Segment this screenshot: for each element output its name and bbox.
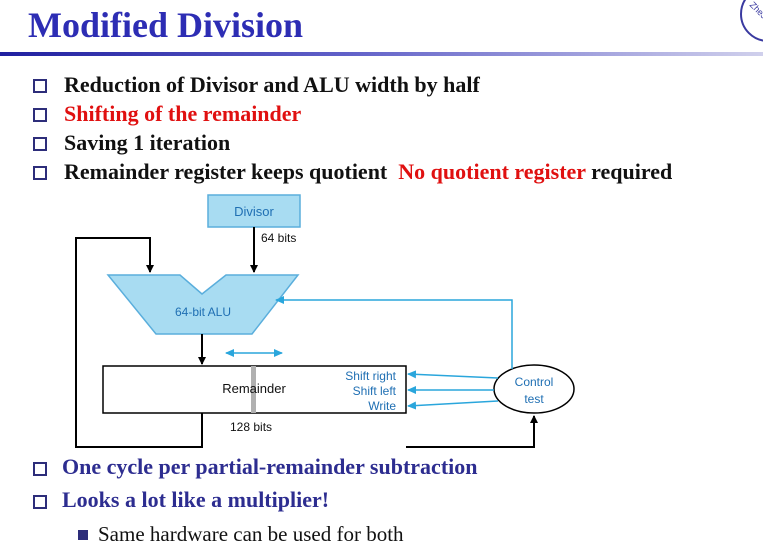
write-signal [407,400,499,410]
checkbox-bullet-icon [33,462,47,476]
checkbox-bullet-icon [33,108,47,122]
bullet-text-part: Remainder register keeps quotient [64,159,399,184]
alu-block [106,274,300,335]
bullet-item: Looks a lot like a multiplier! [33,486,478,519]
remainder-midline [251,366,256,413]
sub-bullet-item: Same hardware can be used for both [78,522,404,547]
shift-right-signal [407,370,499,379]
shift-left-label: Shift left [353,384,397,398]
checkbox-bullet-icon [33,495,47,509]
bullet-text: Looks a lot like a multiplier! [62,487,330,512]
feedback-loop-line [75,237,203,448]
lower-bullet-list: One cycle per partial-remainder subtract… [33,453,478,519]
shift-right-label: Shift right [345,369,396,383]
main-bullet-list: Reduction of Divisor and ALU width by ha… [33,70,672,186]
remainder-to-control-line [406,415,538,448]
bullet-text-part: Saving 1 iteration [64,130,231,155]
title-divider [0,52,763,56]
checkbox-bullet-icon [33,79,47,93]
page-title: Modified Division [28,5,304,45]
bullet-text-part: Shifting of the remainder [64,101,302,126]
bullet-item: Remainder register keeps quotient No quo… [33,157,672,186]
bullet-text: Reduction of Divisor and ALU width by ha… [64,72,480,97]
bullet-text: Remainder register keeps quotient No quo… [64,159,672,184]
control-test-unit [493,364,575,414]
bullet-text-part: required [585,159,673,184]
write-label: Write [368,399,396,413]
divisor-width-label: 64 bits [261,231,296,245]
bullet-text: Saving 1 iteration [64,130,230,155]
square-bullet-icon [78,530,88,540]
remainder-label: Remainder [222,381,286,396]
bullet-text: One cycle per partial-remainder subtract… [62,454,478,479]
bullet-text: Shifting of the remainder [64,101,301,126]
divisor-register [207,194,301,228]
alu-label: 64-bit ALU [175,305,231,319]
bullet-item: Shifting of the remainder [33,99,672,128]
bullet-item: One cycle per partial-remainder subtract… [33,453,478,486]
bullet-item: Reduction of Divisor and ALU width by ha… [33,70,672,99]
control-to-alu-signal [275,296,513,369]
test-label: test [524,392,544,406]
checkbox-bullet-icon [33,166,47,180]
control-label: Control [515,375,554,389]
divisor-label: Divisor [234,204,274,219]
bullet-item: Saving 1 iteration [33,128,672,157]
bullet-text-part: No quotient register [398,159,586,184]
sub-bullet-text: Same hardware can be used for both [98,522,404,546]
remainder-width-label: 128 bits [230,420,272,434]
bullet-text-part: Reduction of Divisor and ALU width by ha… [64,72,480,97]
checkbox-bullet-icon [33,137,47,151]
